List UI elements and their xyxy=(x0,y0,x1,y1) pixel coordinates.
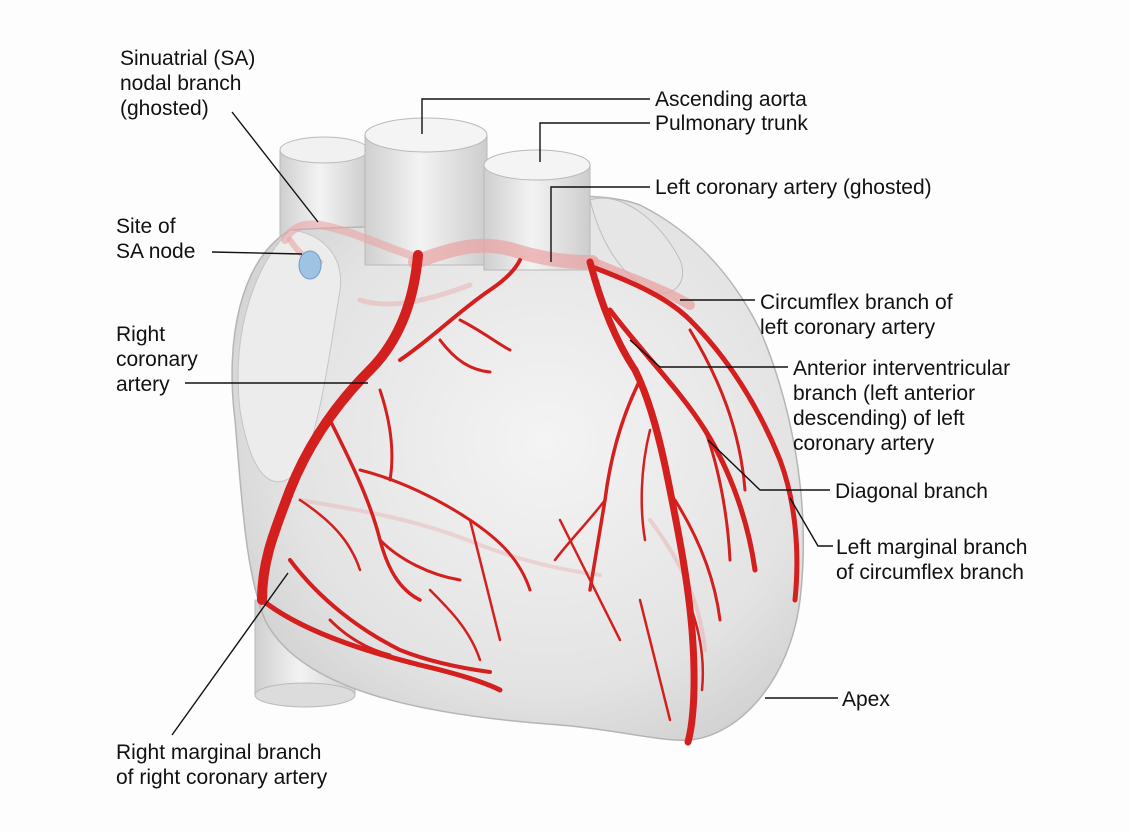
leader-right-marginal xyxy=(171,572,289,736)
label-apex: Apex xyxy=(842,687,890,712)
label-line: coronary artery xyxy=(793,432,935,455)
label-line: SA node xyxy=(116,240,196,263)
sa-node xyxy=(298,250,322,280)
label-right-marginal-branch: Right marginal branch of right coronary … xyxy=(116,740,327,790)
label-line: descending) of left xyxy=(793,407,965,430)
left-auricle xyxy=(589,197,684,294)
label-right-coronary-artery: Right coronary artery xyxy=(116,322,198,397)
leader-lines xyxy=(171,98,838,736)
label-line: coronary xyxy=(116,348,198,371)
label-line: (ghosted) xyxy=(120,97,209,120)
label-line: Left coronary artery (ghosted) xyxy=(655,176,932,199)
label-line: branch (left anterior xyxy=(793,382,976,405)
label-line: Right marginal branch xyxy=(116,741,322,764)
label-site-of-sa-node: Site of SA node xyxy=(116,214,195,264)
label-line: Ascending aorta xyxy=(655,88,807,111)
lad-path xyxy=(586,258,698,746)
circumflex-path xyxy=(592,265,693,323)
coronary-arteries xyxy=(257,250,800,746)
label-line: Apex xyxy=(842,688,890,711)
label-line: Pulmonary trunk xyxy=(655,112,808,135)
label-left-marginal-branch: Left marginal branch of circumflex branc… xyxy=(836,535,1027,585)
label-line: left coronary artery xyxy=(760,316,936,339)
label-anterior-interventricular-branch: Anterior interventricular branch (left a… xyxy=(793,356,1010,456)
leader-pulmonary-trunk xyxy=(539,122,650,162)
leader-ascending-aorta xyxy=(421,98,650,134)
label-pulmonary-trunk: Pulmonary trunk xyxy=(655,111,808,136)
leader-diagonal xyxy=(707,439,830,491)
leader-sa-node xyxy=(211,251,303,255)
leader-left-marginal xyxy=(789,497,833,547)
label-line: of circumflex branch xyxy=(836,561,1024,584)
right-marginal-branch-path xyxy=(288,558,492,674)
label-line: Circumflex branch of xyxy=(760,291,953,314)
left-marginal-branch-path xyxy=(687,317,800,603)
label-left-coronary-artery: Left coronary artery (ghosted) xyxy=(655,175,932,200)
label-line: Anterior interventricular xyxy=(793,357,1011,380)
label-line: nodal branch xyxy=(120,72,242,95)
leader-anterior-interventricular xyxy=(629,339,788,368)
label-line: Right xyxy=(116,323,166,346)
label-line: Sinuatrial (SA) xyxy=(120,47,256,70)
leader-left-coronary xyxy=(550,186,650,262)
label-line: Left marginal branch xyxy=(836,536,1028,559)
leader-sa-nodal xyxy=(231,111,319,223)
label-diagonal-branch: Diagonal branch xyxy=(835,479,988,504)
label-line: Diagonal branch xyxy=(835,480,988,503)
label-line: Site of xyxy=(116,215,176,238)
label-circumflex-branch: Circumflex branch of left coronary arter… xyxy=(760,290,953,340)
label-sa-nodal-branch: Sinuatrial (SA) nodal branch (ghosted) xyxy=(120,46,255,121)
label-ascending-aorta: Ascending aorta xyxy=(655,87,807,112)
right-coronary-artery-path xyxy=(257,250,423,605)
label-line: artery xyxy=(116,373,170,396)
label-line: of right coronary artery xyxy=(116,766,328,789)
